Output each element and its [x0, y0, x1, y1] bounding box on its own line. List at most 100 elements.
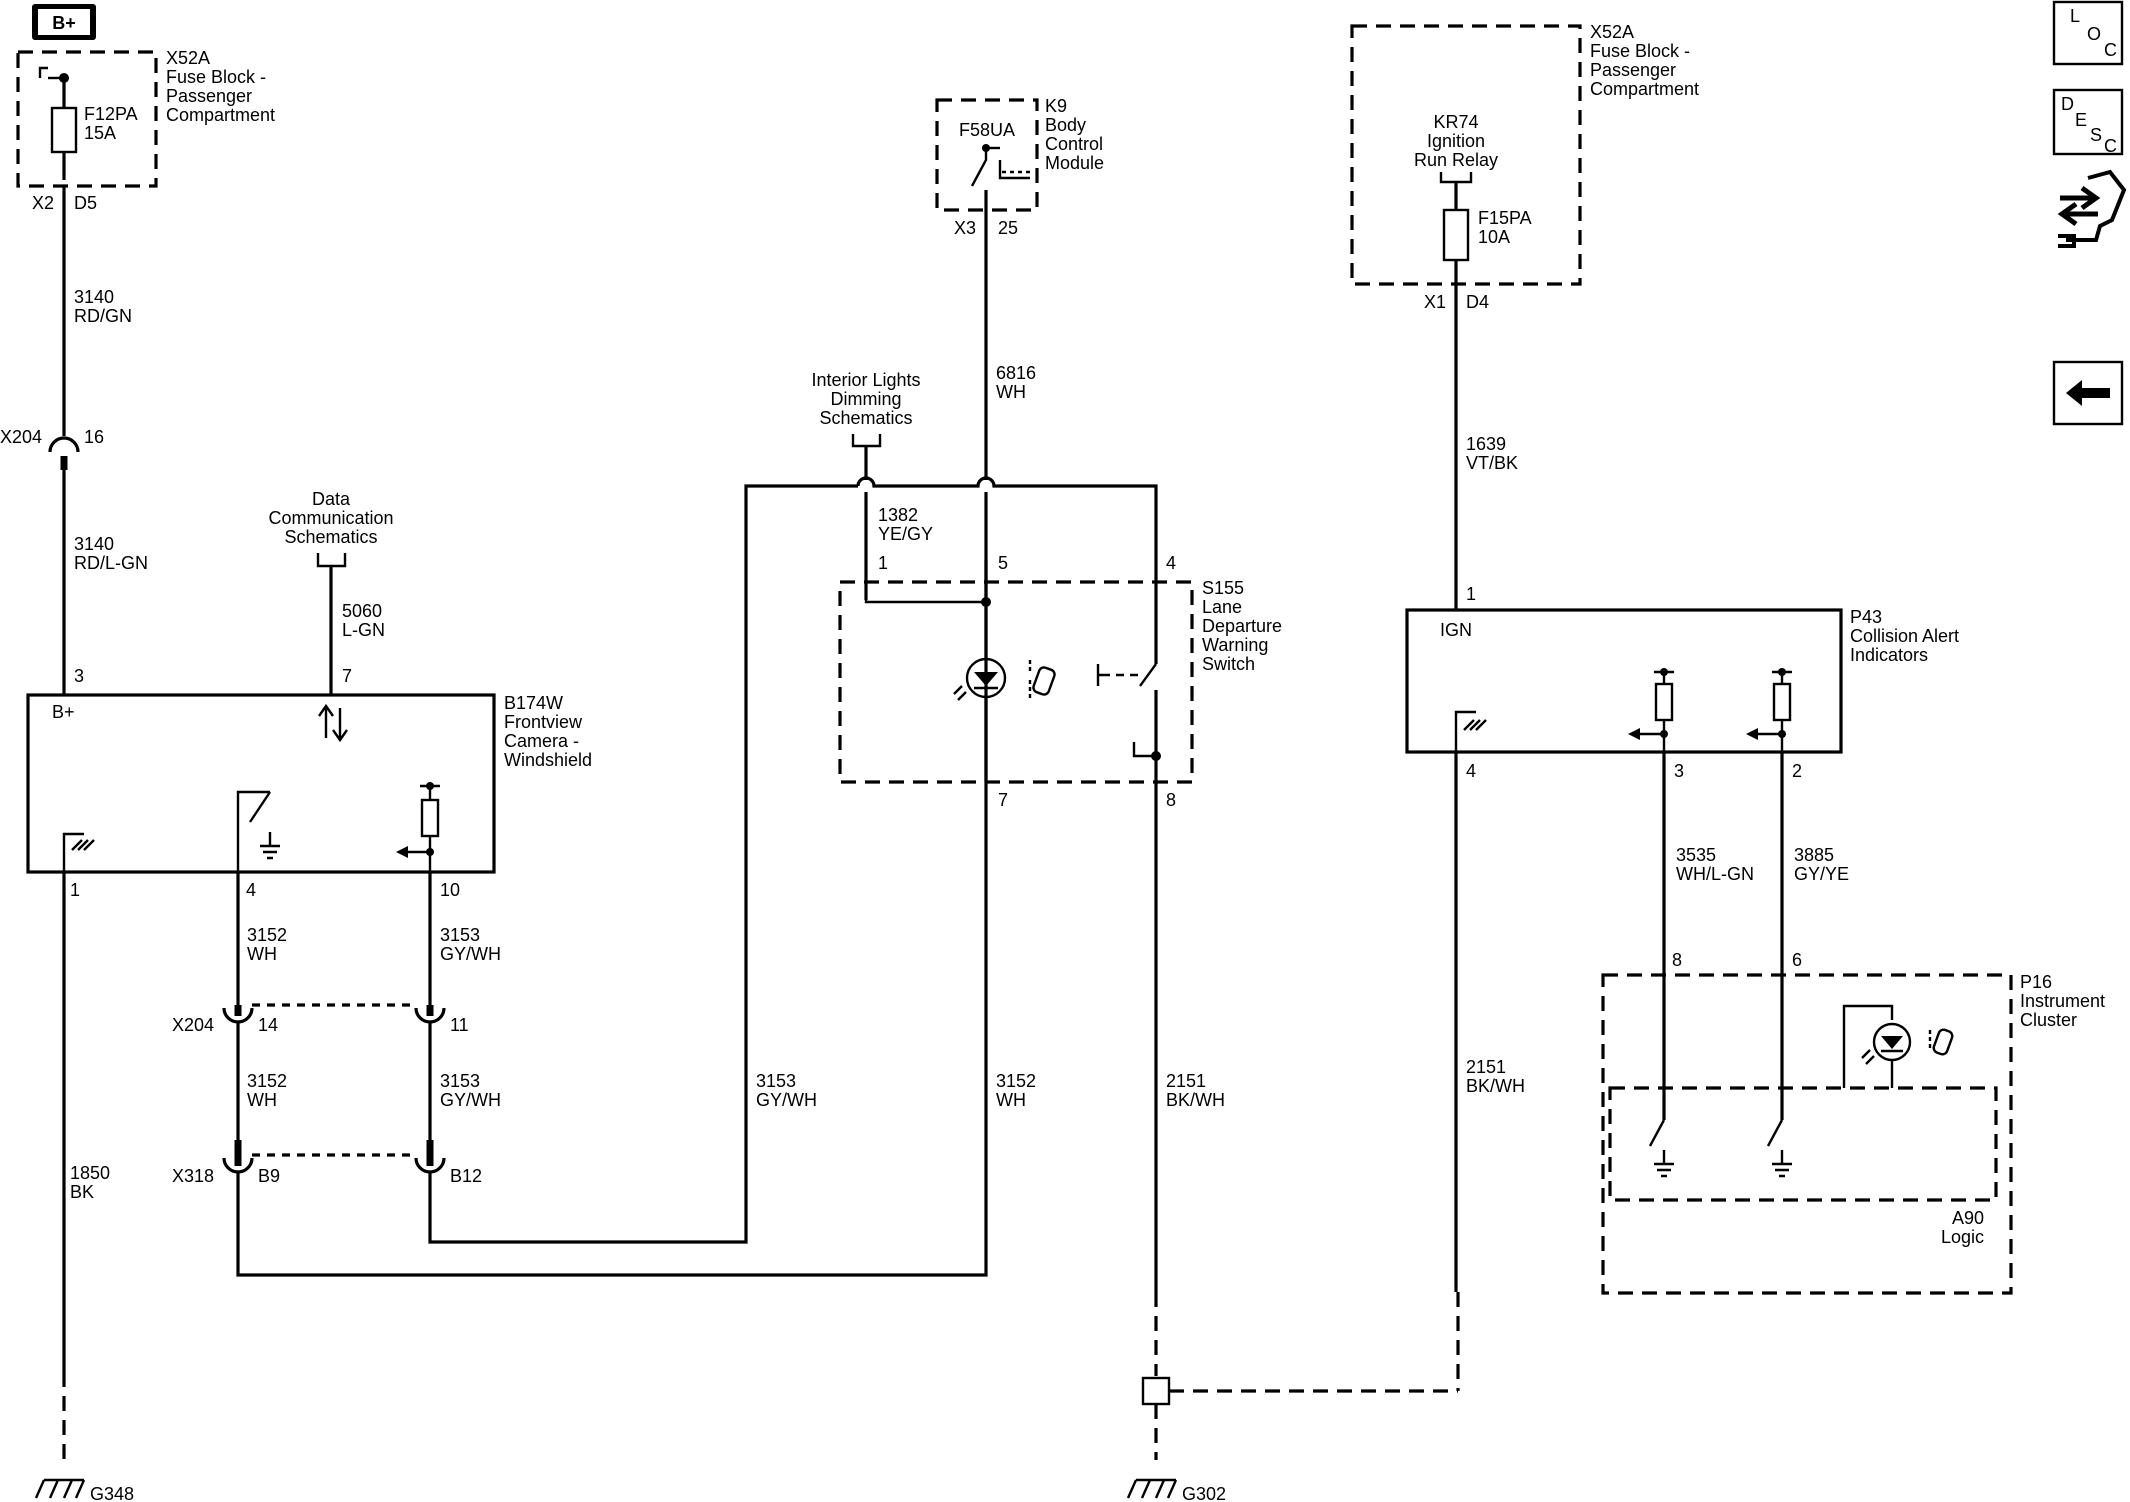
- ground-g302-label: G302: [1182, 1484, 1226, 1502]
- wire-1850-color: BK: [70, 1182, 94, 1202]
- cai-ground-icon: [1454, 710, 1487, 752]
- desc-button[interactable]: D E S C: [2052, 88, 2124, 156]
- wire-1639-number: 1639: [1466, 434, 1506, 454]
- loc-button[interactable]: L O C: [2052, 0, 2124, 66]
- cai-desc2: Indicators: [1850, 645, 1928, 665]
- collision-alert-indicators-box: IGN: [1405, 608, 1843, 754]
- fuse-f15pa-amp: 10A: [1478, 227, 1510, 247]
- camera-ground-icon: [62, 832, 95, 872]
- fuse-block-left: X52A Fuse Block - Passenger Compartment …: [16, 48, 275, 188]
- wire-5060-color: L-GN: [342, 620, 385, 640]
- wire-3152c-number: 3152: [996, 1071, 1036, 1091]
- wire-6816-number: 6816: [996, 363, 1036, 383]
- inline-connector-x318: [222, 1140, 446, 1174]
- pin-d4-label: D4: [1466, 292, 1489, 312]
- fuse-block-right: KR74 Ignition Run Relay F15PA 10A: [1350, 24, 1582, 286]
- switch-name-label: S155: [1202, 578, 1244, 598]
- wire-2151-bus: [856, 476, 1158, 580]
- switch-pin8-label: 8: [1166, 790, 1176, 810]
- cluster-pin6-label: 6: [1792, 950, 1802, 970]
- desc-letter-c: C: [2104, 136, 2117, 156]
- back-button[interactable]: [2052, 360, 2124, 426]
- relay-desc1: Ignition: [1427, 131, 1485, 151]
- interior-lights-label2: Dimming: [830, 389, 901, 409]
- wire-3152b-color: WH: [247, 1090, 277, 1110]
- bcm-name-label: K9: [1045, 96, 1067, 116]
- cai-resistor-2-icon: [1772, 682, 1792, 722]
- wire-3535-number: 3535: [1676, 845, 1716, 865]
- switch-pin4-label: 4: [1166, 553, 1176, 573]
- connector-x3-label: X3: [954, 218, 976, 238]
- desc-letter-e: E: [2075, 110, 2087, 130]
- switch-desc4: Switch: [1202, 654, 1255, 674]
- ground-g302-icon: [1126, 1478, 1178, 1499]
- pin-14-label: 14: [258, 1015, 278, 1035]
- desc-letter-s: S: [2090, 125, 2102, 145]
- cluster-switch-8-icon: [1648, 1119, 1666, 1147]
- cluster-name-label: P16: [2020, 972, 2052, 992]
- data-comm-label3: Schematics: [284, 527, 377, 547]
- camera-name-label: B174W: [504, 693, 563, 713]
- connector-x2-label: X2: [32, 193, 54, 213]
- interior-lights-label3: Schematics: [819, 408, 912, 428]
- wire-5060-number: 5060: [342, 601, 382, 621]
- switch-desc1: Lane: [1202, 597, 1242, 617]
- wire-3152-run: [236, 560, 988, 1277]
- cai-resistor-3-icon: [1654, 682, 1674, 722]
- back-arrow-icon: [2066, 380, 2110, 406]
- wire-1382-color: YE/GY: [878, 524, 933, 544]
- wire-3153c-number: 3153: [756, 1071, 796, 1091]
- wire-3140-color: RD/GN: [74, 306, 132, 326]
- fuse-f15pa-label: F15PA: [1478, 208, 1532, 228]
- data-comm-reference-icon: [316, 553, 347, 568]
- splice-pack-icon: [1141, 1376, 1171, 1406]
- wire-3885-color: GY/YE: [1794, 864, 1849, 884]
- wire-3153a-number: 3153: [440, 925, 480, 945]
- wire-3140b-number: 3140: [74, 534, 114, 554]
- wire-2151a-color: BK/WH: [1166, 1090, 1225, 1110]
- interior-lights-label1: Interior Lights: [811, 370, 920, 390]
- cluster-pin8-label: 8: [1672, 950, 1682, 970]
- camera-pullup-resistor-icon: [420, 798, 440, 838]
- cluster-car-icon: [1928, 1028, 1954, 1056]
- wire-1850-number: 1850: [70, 1163, 110, 1183]
- wire-3140b-color: RD/L-GN: [74, 553, 148, 573]
- ground-g348-icon: [34, 1478, 86, 1499]
- cai-pin3-label: 3: [1674, 761, 1684, 781]
- wire-3885-number: 3885: [1794, 845, 1834, 865]
- desc-letter-d: D: [2061, 94, 2074, 114]
- fuse-f15pa-icon: [1442, 208, 1470, 262]
- camera-pin1-label: 1: [70, 880, 80, 900]
- fuse-block-right-desc3: Compartment: [1590, 79, 1699, 99]
- switch-pin7-label: 7: [998, 790, 1008, 810]
- connector-x1-label: X1: [1424, 292, 1446, 312]
- connector-tool-icon[interactable]: [2057, 169, 2127, 248]
- wire-3153b-number: 3153: [440, 1071, 480, 1091]
- switch-pin1-label: 1: [878, 553, 888, 573]
- camera-desc2: Camera -: [504, 731, 579, 751]
- connector-x204-label: X204: [0, 427, 42, 447]
- wire-1382-number: 1382: [878, 505, 918, 525]
- camera-switch-icon: [236, 790, 270, 872]
- interior-lights-reference-icon: [851, 434, 882, 448]
- relay-reference-icon: [1439, 172, 1473, 184]
- lane-departure-switch-box: [838, 580, 1194, 784]
- bcm-desc2: Control: [1045, 134, 1103, 154]
- a90-desc-label: Logic: [1941, 1227, 1984, 1247]
- cai-pin4-label: 4: [1466, 761, 1476, 781]
- wire-3152a-number: 3152: [247, 925, 287, 945]
- fuse-block-left-name: X52A: [166, 48, 210, 68]
- pin-d5-label: D5: [74, 193, 97, 213]
- connector-x318-label: X318: [172, 1166, 214, 1186]
- switch-desc2: Departure: [1202, 616, 1282, 636]
- loc-letter-l: L: [2070, 6, 2080, 26]
- wire-3153b-color: GY/WH: [440, 1090, 501, 1110]
- camera-pin4-label: 4: [246, 880, 256, 900]
- wire-2151b-color: BK/WH: [1466, 1076, 1525, 1096]
- loc-letter-c: C: [2104, 40, 2117, 60]
- fuse-block-right-name: X52A: [1590, 22, 1634, 42]
- camera-pin10-label: 10: [440, 880, 460, 900]
- lane-departure-car-icon: [1028, 660, 1056, 700]
- wire-3152c-color: WH: [996, 1090, 1026, 1110]
- a90-name-label: A90: [1952, 1208, 1984, 1228]
